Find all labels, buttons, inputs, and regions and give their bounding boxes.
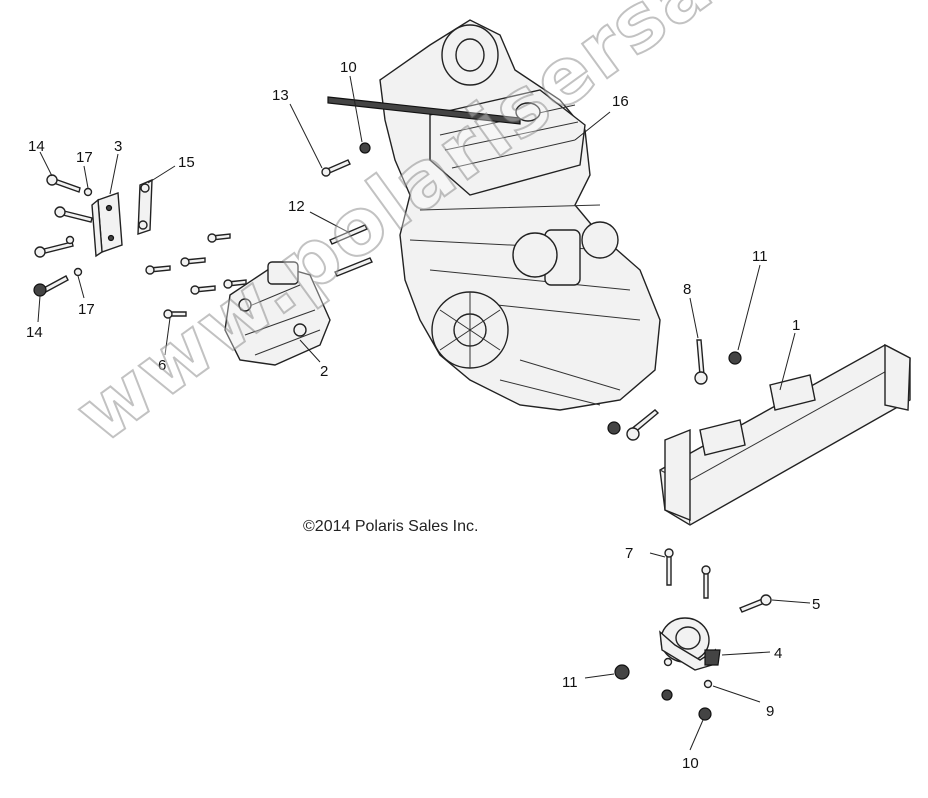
- callout-17-top: 17: [76, 149, 93, 166]
- callout-6: 6: [158, 357, 166, 374]
- callout-7: 7: [625, 545, 633, 562]
- engine-assembly: [327, 19, 661, 411]
- callout-2: 2: [320, 363, 328, 380]
- callout-16: 16: [612, 93, 629, 110]
- callout-4: 4: [774, 645, 782, 662]
- callout-11-top: 11: [752, 248, 768, 265]
- callout-9: 9: [766, 703, 774, 720]
- callout-8: 8: [683, 281, 691, 298]
- left-bolts: [33, 174, 93, 297]
- copyright-notice: ©2014 Polaris Sales Inc.: [303, 518, 479, 535]
- right-bolts: [607, 339, 742, 441]
- lower-bolts: [614, 548, 772, 721]
- callout-3: 3: [114, 138, 122, 155]
- callout-15: 15: [178, 154, 195, 171]
- bracket-3: [91, 192, 123, 258]
- leader-lines: [37, 75, 811, 751]
- lower-mount-4: [659, 617, 721, 671]
- callout-13: 13: [272, 87, 289, 104]
- link-15: [137, 178, 153, 235]
- callout-14-bottom: 14: [26, 324, 43, 341]
- callout-labels: 14 17 3 15 14 17 6 2 13 10 12 16 8 11 1 …: [26, 59, 820, 772]
- mid-bolts: [145, 142, 373, 319]
- callout-12: 12: [288, 198, 305, 215]
- callout-10-bottom: 10: [682, 755, 699, 772]
- callout-10-top: 10: [340, 59, 357, 76]
- callout-5: 5: [812, 596, 820, 613]
- callout-11-bottom: 11: [562, 674, 578, 691]
- callout-14-top: 14: [28, 138, 45, 155]
- callout-1: 1: [792, 317, 800, 334]
- mount-bracket-2: [224, 261, 331, 366]
- callout-17-bottom: 17: [78, 301, 95, 318]
